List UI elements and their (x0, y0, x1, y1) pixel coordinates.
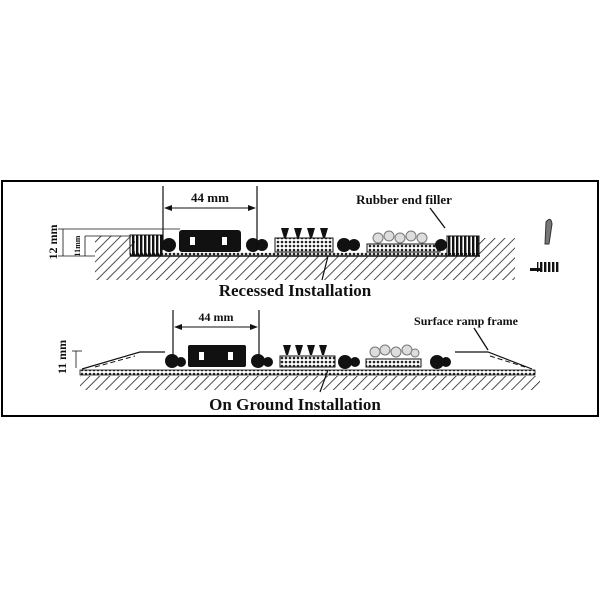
surface-ramp-frame-label: Surface ramp frame (414, 314, 519, 328)
recessed-title: Recessed Installation (219, 281, 372, 300)
ground-width-label: 44 mm (199, 310, 234, 324)
edge-detail-icon (544, 218, 553, 245)
recessed-section: 44 mm Rubber end filler 12 mm 11mm Reces… (46, 186, 559, 300)
right-end-filler (446, 235, 480, 257)
recessed-width-label: 44 mm (191, 190, 229, 205)
right-ramp-frame (455, 351, 533, 370)
recessed-inner-height: 11mm (73, 235, 82, 256)
rubber-module (179, 230, 241, 252)
left-end-filler (129, 234, 163, 256)
diagram-frame (1, 180, 599, 417)
recessed-floor (95, 256, 515, 280)
rubber-end-filler-label: Rubber end filler (356, 192, 452, 207)
ground-textile-module (365, 358, 422, 368)
on-ground-section: 44 mm Surface ramp frame 11 mm On Ground… (55, 310, 540, 414)
textile-module (366, 243, 441, 253)
recessed-outer-height: 12 mm (46, 225, 60, 260)
ground-floor (80, 376, 540, 390)
left-ramp-frame (81, 351, 165, 370)
ground-height-label: 11 mm (55, 340, 69, 374)
on-ground-title: On Ground Installation (209, 395, 381, 414)
ground-brush-module (279, 355, 336, 368)
brush-module (274, 237, 334, 253)
ground-rubber-module (188, 345, 246, 367)
